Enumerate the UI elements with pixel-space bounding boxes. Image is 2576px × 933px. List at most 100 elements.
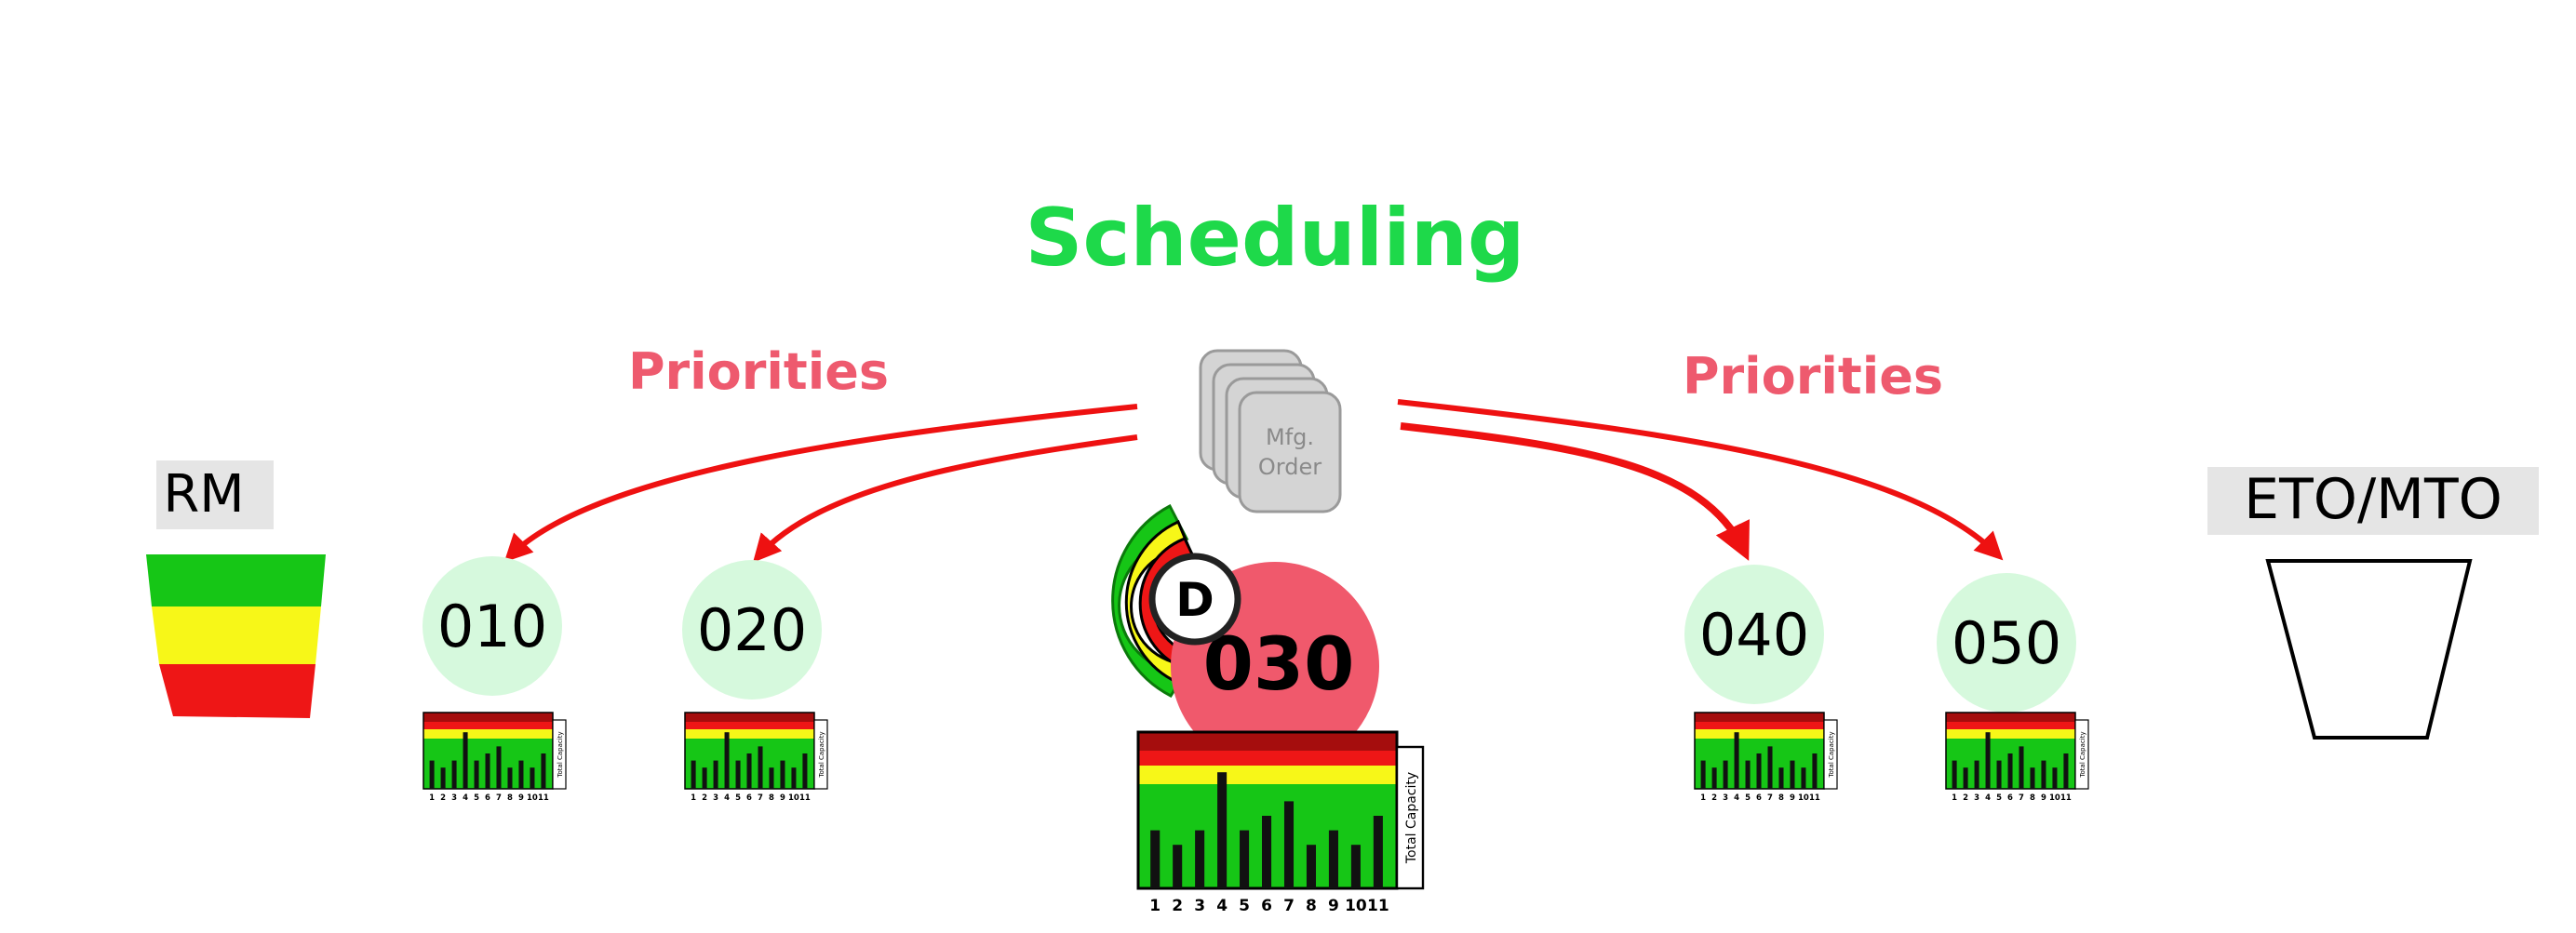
capacity-x-tick: 2 xyxy=(702,793,707,803)
capacity-bar xyxy=(702,767,707,789)
capacity-bar xyxy=(713,760,718,789)
capacity-bar xyxy=(746,753,752,789)
capacity-x-tick: 11 xyxy=(2060,793,2072,803)
drum-badge-circle xyxy=(1148,553,1241,646)
capacity-x-tick: 4 xyxy=(1985,793,1991,803)
rm-buffer: RM xyxy=(146,460,326,718)
capacity-bar xyxy=(1974,760,1979,789)
capacity-bar xyxy=(440,767,446,789)
capacity-bar xyxy=(429,760,435,789)
capacity-x-tick: 3 xyxy=(1974,793,1979,803)
priorities-left-label: Priorities xyxy=(628,342,889,401)
station-circle-020 xyxy=(682,560,822,700)
capacity-bar xyxy=(735,760,741,789)
capacity-x-tick: 11 xyxy=(1809,793,1820,803)
capacity-x-tick: 2 xyxy=(1963,793,1968,803)
capacity-bar xyxy=(530,767,535,789)
capacity-bar xyxy=(1778,767,1784,789)
capacity-zone-red xyxy=(685,722,814,729)
capacity-x-tick: 5 xyxy=(1239,897,1250,915)
capacity-x-tick: 2 xyxy=(440,793,446,803)
capacity-bar xyxy=(2063,753,2069,789)
capacity-bar xyxy=(791,767,797,789)
capacity-bar xyxy=(724,732,730,789)
station-circle-040 xyxy=(1684,565,1824,704)
capacity-bar xyxy=(1734,732,1739,789)
eto-mto-buffer: ETO/MTO xyxy=(2207,467,2539,740)
capacity-bar xyxy=(1350,845,1361,888)
capacity-label-box xyxy=(1823,719,1838,790)
arrow-to-020 xyxy=(753,434,1138,563)
capacity-x-tick: 8 xyxy=(507,793,513,803)
capacity-x-tick: 1 xyxy=(691,793,696,803)
capacity-bar xyxy=(518,760,524,789)
capacity-bar xyxy=(1801,767,1806,789)
arrow-to-050 xyxy=(1397,399,2004,561)
rm-buffer-red xyxy=(159,664,315,718)
capacity-bar xyxy=(1373,816,1383,888)
capacity-bar xyxy=(802,753,808,789)
capacity-x-tick: 4 xyxy=(1216,897,1228,915)
capacity-axis-label: Total Capacity xyxy=(1828,731,1835,778)
capacity-bar xyxy=(1963,767,1968,789)
capacity-x-tick: 8 xyxy=(1778,793,1784,803)
rm-label: RM xyxy=(163,464,244,525)
capacity-bar xyxy=(2041,760,2046,789)
capacity-x-tick: 7 xyxy=(1283,897,1295,915)
capacity-label-box xyxy=(552,719,567,790)
station-label-010: 010 xyxy=(437,593,547,660)
capacity-bar xyxy=(1195,830,1205,888)
capacity-zone-yellow xyxy=(1138,766,1397,784)
capacity-x-tick: 11 xyxy=(799,793,811,803)
capacity-x-tick: 9 xyxy=(1790,793,1795,803)
station-label-030: 030 xyxy=(1203,623,1355,707)
capacity-zone-dark-red xyxy=(423,713,553,722)
capacity-x-tick: 7 xyxy=(758,793,763,803)
capacity-x-tick: 8 xyxy=(2030,793,2035,803)
mfg-order-stack: Mfg. Order xyxy=(1199,349,1342,513)
capacity-bar xyxy=(1767,746,1773,789)
capacity-bar xyxy=(485,753,490,789)
capacity-x-tick: 7 xyxy=(2019,793,2024,803)
capacity-bar xyxy=(1812,753,1818,789)
capacity-zone-dark-red xyxy=(685,713,814,722)
eto-buffer-outline xyxy=(2265,559,2473,740)
capacity-x-tick: 10 xyxy=(1798,793,1809,803)
capacity-zone-dark-red xyxy=(1138,732,1397,751)
capacity-bar xyxy=(463,732,468,789)
capacity-x-tick: 2 xyxy=(1711,793,1717,803)
rm-buffer-yellow xyxy=(152,606,321,664)
arrow-to-010 xyxy=(503,404,1138,563)
capacity-x-tick: 7 xyxy=(1767,793,1773,803)
capacity-zone-yellow xyxy=(423,729,553,739)
capacity-bar xyxy=(1790,760,1795,789)
capacity-x-tick: 5 xyxy=(474,793,479,803)
capacity-zone-red xyxy=(1695,722,1824,729)
capacity-bar xyxy=(451,760,457,789)
capacity-x-tick: 6 xyxy=(2007,793,2013,803)
arrow-to-040 xyxy=(1400,422,1750,561)
capacity-x-tick: 8 xyxy=(1306,897,1317,915)
capacity-bar xyxy=(2019,746,2024,789)
station-label-020: 020 xyxy=(697,596,807,664)
capacity-x-tick: 3 xyxy=(1194,897,1205,915)
capacity-bar xyxy=(758,746,763,789)
eto-label: ETO/MTO xyxy=(2244,467,2502,532)
capacity-x-tick: 4 xyxy=(724,793,730,803)
capacity-x-tick: 3 xyxy=(713,793,718,803)
capacity-zone-red xyxy=(1138,751,1397,766)
capacity-x-tick: 5 xyxy=(1745,793,1751,803)
capacity-axis-label: Total Capacity xyxy=(1404,772,1419,864)
capacity-x-tick: 1 xyxy=(1700,793,1706,803)
capacity-x-tick: 5 xyxy=(735,793,741,803)
capacity-axis-label: Total Capacity xyxy=(557,731,564,778)
capacity-x-tick: 9 xyxy=(780,793,785,803)
